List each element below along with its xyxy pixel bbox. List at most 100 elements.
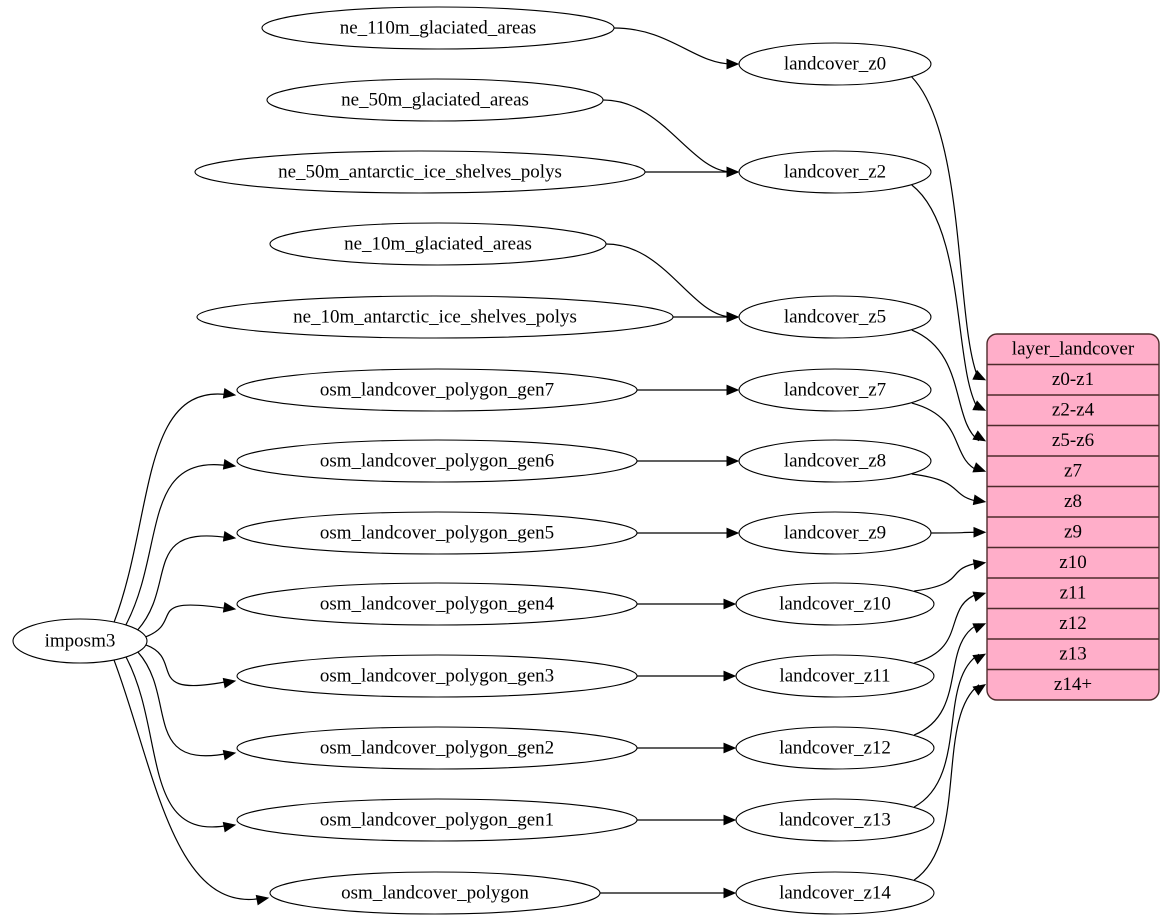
node-shape: [236, 439, 638, 483]
node-osm-landcover-polygon-gen7[interactable]: osm_landcover_polygon_gen7: [236, 368, 638, 412]
node-shape: [236, 511, 638, 555]
edge-osm-landcover-polygon-to-landcover-z14: [599, 887, 737, 899]
node-osm-landcover-polygon-gen4[interactable]: osm_landcover_polygon_gen4: [236, 582, 638, 626]
node-label: osm_landcover_polygon_gen4: [320, 593, 555, 614]
node-ne-50m-antarctic-ice-shelves-polys[interactable]: ne_50m_antarctic_ice_shelves_polys: [194, 150, 646, 194]
table-row-z10[interactable]: z10: [987, 546, 1159, 574]
edge-path: [913, 653, 980, 808]
node-label: landcover_z5: [784, 306, 886, 327]
edge-osm-landcover-polygon-gen5-to-landcover-z9: [637, 527, 740, 539]
edge-path: [145, 604, 231, 638]
node-shape: [236, 726, 638, 770]
node-ne-10m-antarctic-ice-shelves-polys[interactable]: ne_10m_antarctic_ice_shelves_polys: [196, 295, 674, 339]
arrow-head: [723, 670, 737, 682]
node-shape: [266, 78, 604, 122]
arrow-head: [222, 749, 237, 761]
node-landcover-z9[interactable]: landcover_z9: [738, 511, 932, 555]
edge-landcover-z13-to-row-z13: [913, 653, 987, 808]
node-ne-10m-glaciated-areas[interactable]: ne_10m_glaciated_areas: [269, 222, 607, 266]
edge-landcover-z8-to-row-z8: [911, 473, 987, 506]
arrow-head: [972, 684, 987, 696]
node-landcover-z2[interactable]: landcover_z2: [738, 150, 932, 194]
table-row-label: z10: [1059, 552, 1086, 573]
arrow-head: [723, 598, 737, 610]
node-label: ne_10m_antarctic_ice_shelves_polys: [293, 306, 577, 327]
table-row-label: z12: [1059, 613, 1086, 634]
node-label: landcover_z14: [779, 882, 891, 903]
edge-path: [605, 243, 733, 318]
arrow-head: [726, 455, 740, 467]
table-row-label: z7: [1064, 461, 1082, 482]
arrow-head: [972, 494, 987, 506]
node-landcover-z7[interactable]: landcover_z7: [738, 368, 932, 412]
arrow-head: [723, 742, 737, 754]
node-shape: [735, 871, 935, 915]
node-shape: [261, 6, 615, 50]
node-landcover-z12[interactable]: landcover_z12: [735, 726, 935, 770]
node-label: landcover_z8: [784, 450, 886, 471]
edge-landcover-z10-to-row-z10: [914, 559, 987, 592]
node-landcover-z0[interactable]: landcover_z0: [738, 42, 932, 86]
arrow-head: [222, 388, 237, 399]
node-landcover-z11[interactable]: landcover_z11: [735, 654, 935, 698]
edge-path: [125, 464, 231, 626]
table-row-z7[interactable]: z7: [987, 455, 1159, 482]
edge-path: [137, 535, 231, 631]
node-shape: [738, 150, 932, 194]
edge-path: [602, 99, 733, 173]
edge-osm-landcover-polygon-gen4-to-landcover-z10: [637, 598, 737, 610]
node-landcover-z13[interactable]: landcover_z13: [735, 798, 935, 842]
table-row-z8[interactable]: z8: [987, 485, 1159, 513]
arrow-head: [972, 653, 987, 665]
node-osm-landcover-polygon-gen3[interactable]: osm_landcover_polygon_gen3: [236, 654, 638, 698]
edge-ne-50m-antarctic-ice-shelves-polys-to-landcover-z2: [644, 166, 740, 178]
node-ne-110m-glaciated-areas[interactable]: ne_110m_glaciated_areas: [261, 6, 615, 50]
table-row-z0-z1[interactable]: z0-z1: [987, 363, 1159, 391]
node-label: landcover_z13: [779, 809, 891, 830]
edge-imposm3-to-osm-landcover-polygon: [113, 659, 270, 906]
node-osm-landcover-polygon-gen5[interactable]: osm_landcover_polygon_gen5: [236, 511, 638, 555]
node-label: osm_landcover_polygon_gen3: [320, 665, 554, 686]
table-row-z12[interactable]: z12: [987, 607, 1159, 635]
arrow-head: [255, 894, 270, 906]
edge-landcover-z11-to-row-z11: [914, 591, 987, 664]
node-label: imposm3: [45, 630, 116, 651]
node-landcover-z14[interactable]: landcover_z14: [735, 871, 935, 915]
node-ne-50m-glaciated-areas[interactable]: ne_50m_glaciated_areas: [266, 78, 604, 122]
arrow-head: [222, 602, 237, 613]
node-shape: [738, 42, 932, 86]
node-osm-landcover-polygon-gen1[interactable]: osm_landcover_polygon_gen1: [236, 798, 638, 842]
node-label: osm_landcover_polygon_gen5: [320, 522, 554, 543]
node-label: landcover_z11: [779, 665, 890, 686]
node-shape: [194, 150, 646, 194]
arrow-head: [972, 623, 987, 634]
edge-imposm3-to-osm-landcover-polygon-gen7: [113, 388, 237, 623]
table-row-z5-z6[interactable]: z5-z6: [987, 424, 1159, 452]
arrow-head: [972, 400, 987, 411]
node-landcover-z10[interactable]: landcover_z10: [735, 582, 935, 626]
table-row-z11[interactable]: z11: [987, 577, 1159, 604]
node-landcover-z8[interactable]: landcover_z8: [738, 439, 932, 483]
table-row-z2-z4[interactable]: z2-z4: [987, 394, 1159, 421]
table-row-z13[interactable]: z13: [987, 638, 1159, 665]
edge-path: [911, 184, 980, 411]
arrow-head: [972, 462, 987, 473]
arrow-head: [972, 369, 987, 381]
edge-landcover-z14-to-row-z14: [913, 684, 987, 881]
node-shape: [735, 798, 935, 842]
node-label: osm_landcover_polygon_gen1: [320, 809, 554, 830]
edge-imposm3-to-osm-landcover-polygon-gen5: [137, 531, 237, 631]
node-osm-landcover-polygon-gen2[interactable]: osm_landcover_polygon_gen2: [236, 726, 638, 770]
table-header: layer_landcover: [1012, 339, 1135, 360]
table-row-z14[interactable]: z14+: [987, 668, 1159, 696]
node-label: landcover_z0: [784, 53, 886, 74]
arrow-head: [972, 591, 987, 602]
table-row-z9[interactable]: z9: [987, 516, 1159, 543]
node-landcover-z5[interactable]: landcover_z5: [738, 295, 932, 339]
arrow-head: [726, 527, 740, 539]
node-osm-landcover-polygon[interactable]: osm_landcover_polygon: [269, 871, 601, 915]
node-osm-landcover-polygon-gen6[interactable]: osm_landcover_polygon_gen6: [236, 439, 638, 483]
node-imposm3[interactable]: imposm3: [12, 618, 148, 664]
edge-imposm3-to-osm-landcover-polygon-gen2: [137, 651, 237, 761]
